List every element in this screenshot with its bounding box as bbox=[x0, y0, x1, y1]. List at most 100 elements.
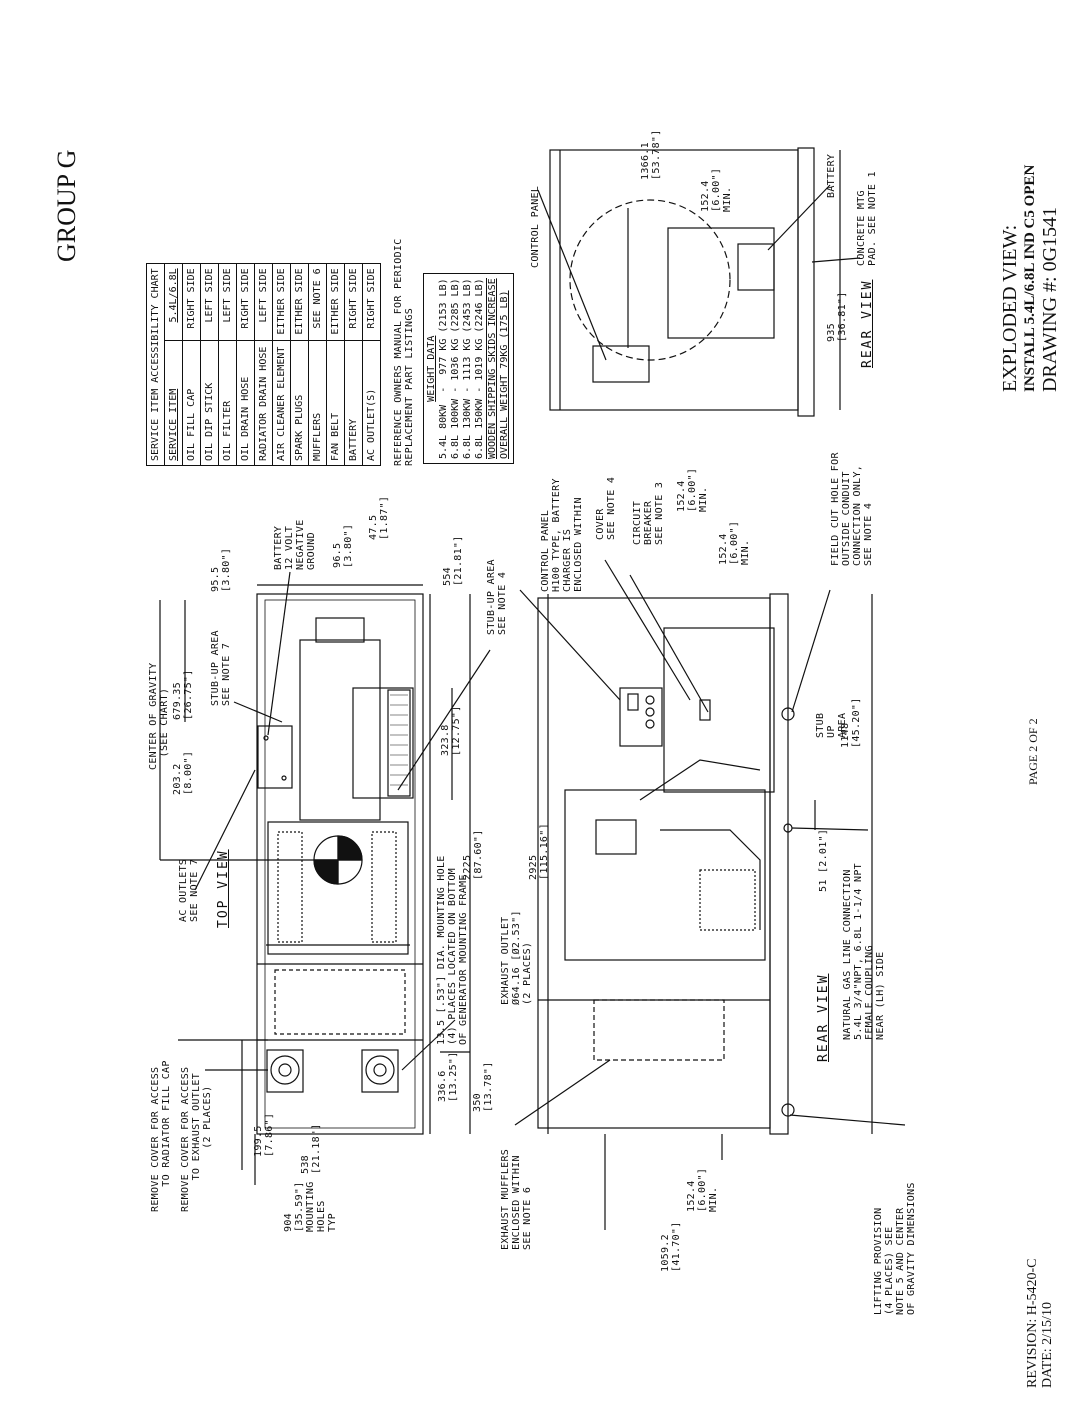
battery-label: BATTERY 12 VOLT NEGATIVE GROUND bbox=[273, 519, 317, 570]
cover-label: COVER SEE NOTE 4 bbox=[595, 476, 617, 540]
table-cell: OIL DIP STICK bbox=[200, 340, 219, 466]
table-cell: BATTERY bbox=[344, 340, 363, 466]
concrete-pad-label: CONCRETE MTG PAD. SEE NOTE 1 bbox=[856, 171, 878, 266]
fan-circle-dashed bbox=[569, 199, 731, 361]
dim-152-b: 152.4 [6.00"] MIN. bbox=[718, 520, 751, 565]
dim-2925: 2925 [115.16"] bbox=[528, 823, 550, 880]
control-panel-end-label: CONTROL PANEL bbox=[530, 185, 541, 268]
table-cell: OIL FILL CAP bbox=[182, 340, 201, 466]
dim-1366: 1366.1 [53.78"] bbox=[640, 129, 662, 180]
dim-350: 350 [13.78"] bbox=[472, 1061, 494, 1112]
cog-label: CENTER OF GRAVITY (SEE CHART) bbox=[148, 662, 170, 770]
exhaust-mufflers-label: EXHAUST MUFFLERS ENCLOSED WITHIN SEE NOT… bbox=[500, 1148, 533, 1250]
weight-row: 6.8L 100KW - 1036 KG (2285 LB) bbox=[450, 278, 461, 459]
alternator bbox=[299, 639, 381, 821]
dim-51: 51 [2.01"] bbox=[818, 828, 829, 892]
exhaust-outlet-left bbox=[270, 1055, 300, 1085]
table-cell: LEFT SIDE bbox=[200, 263, 219, 341]
concrete-pad-side bbox=[769, 593, 789, 1135]
control-panel-label: CONTROL PANEL H100 TYPE, BATTERY CHARGER… bbox=[540, 478, 584, 592]
dim-152-end: 152.4 [6.00"] MIN. bbox=[700, 167, 733, 212]
dim-2225: 2225 [87.60"] bbox=[462, 829, 484, 880]
weight-row: 5.4L 80KW - 977 KG (2153 LB) bbox=[438, 278, 449, 459]
rear-view-side-title: REAR VIEW bbox=[816, 973, 831, 1062]
table-row: AC OUTLET(S)RIGHT SIDE bbox=[362, 263, 381, 466]
table-cell: RIGHT SIDE bbox=[182, 263, 201, 341]
top-view-title: TOP VIEW bbox=[216, 849, 231, 928]
dim-152-a: 152.4 [6.00"] MIN. bbox=[676, 467, 709, 512]
battery-top bbox=[257, 725, 293, 789]
dim-538: 538 [21.18"] bbox=[300, 1123, 322, 1174]
exhaust-access-label: REMOVE COVER FOR ACCESS TO EXHAUST OUTLE… bbox=[180, 1066, 213, 1212]
weight-row: 6.8L 130KW - 1113 KG (2453 LB) bbox=[462, 278, 473, 459]
table-cell: EITHER SIDE bbox=[290, 263, 309, 341]
dim-1059: 1059.2 [41.70"] bbox=[660, 1221, 682, 1272]
table-cell: RIGHT SIDE bbox=[362, 263, 381, 341]
control-panel-end bbox=[592, 345, 650, 383]
reference-note: REFERENCE OWNERS MANUAL FOR PERIODIC REP… bbox=[393, 238, 415, 466]
weight-data-box: WEIGHT DATA 5.4L 80KW - 977 KG (2153 LB)… bbox=[423, 273, 514, 464]
table-cell: AC OUTLET(S) bbox=[362, 340, 381, 466]
dim-554: 554 [21.81"] bbox=[442, 535, 464, 586]
table-cell: OIL DRAIN HOSE bbox=[236, 340, 255, 466]
muffler-dashed bbox=[593, 999, 725, 1061]
weight-row: 6.8L 150KW - 1019 KG (2246 LB) bbox=[474, 278, 487, 459]
table-cell: EITHER SIDE bbox=[272, 263, 291, 341]
reference-note-line: REPLACEMENT PART LISTINGS bbox=[404, 307, 415, 466]
table-cell: MUFFLERS bbox=[308, 340, 327, 466]
dim-1995: 199.5 [7.86"] bbox=[253, 1112, 275, 1157]
weight-note: OVERALL WEIGHT 79KG (175 LB) bbox=[499, 290, 510, 459]
table-cell: LEFT SIDE bbox=[218, 263, 237, 341]
exhaust-outlet-label: EXHAUST OUTLET Ø64.16 [Ø2.53"] (2 PLACES… bbox=[500, 910, 533, 1005]
table-cell: FAN BELT bbox=[326, 340, 345, 466]
table-cell: RIGHT SIDE bbox=[236, 263, 255, 341]
table-cell: AIR CLEANER ELEMENT bbox=[272, 340, 291, 466]
weight-data-title: WEIGHT DATA bbox=[426, 335, 437, 402]
gas-line-label: NATURAL GAS LINE CONNECTION 5.4L 3/4"NPT… bbox=[842, 863, 886, 1040]
table-cell: LEFT SIDE bbox=[254, 263, 273, 341]
dim-323: 323.8 [12.75"] bbox=[440, 705, 462, 756]
side-view-base bbox=[537, 597, 771, 1129]
dim-336: 336.6 [13.25"] bbox=[437, 1051, 459, 1102]
dim-96: 96.5 [3.80"] bbox=[332, 523, 354, 568]
table-cell: RIGHT SIDE bbox=[344, 263, 363, 341]
service-chart: SERVICE ITEM ACCESSIBILITY CHART SERVICE… bbox=[146, 263, 381, 466]
rear-view-end-title: REAR VIEW bbox=[860, 279, 875, 368]
dim-203: 203.2 [8.00"] bbox=[172, 750, 194, 795]
exhaust-outlet-right bbox=[365, 1055, 395, 1085]
dim-152-c: 152.4 [6.00"] MIN. bbox=[686, 1167, 719, 1212]
table-cell: SPARK PLUGS bbox=[290, 340, 309, 466]
dim-1148: 1148 [45.20"] bbox=[840, 697, 862, 748]
table-cell: EITHER SIDE bbox=[326, 263, 345, 341]
dim-935: 935 [36.81"] bbox=[826, 291, 848, 342]
table-cell: RADIATOR DRAIN HOSE bbox=[254, 340, 273, 466]
circuit-breaker-label: CIRCUIT BREAKER SEE NOTE 3 bbox=[632, 481, 665, 545]
ac-outlets-label: AC OUTLETS SEE NOTE 7 bbox=[178, 858, 200, 922]
table-cell: OIL FILTER bbox=[218, 340, 237, 466]
engine-side bbox=[564, 789, 766, 961]
field-cut-label: FIELD CUT HOLE FOR OUTSIDE CONDUIT CONNE… bbox=[830, 452, 874, 566]
generator-side bbox=[663, 627, 775, 793]
table-cell: SEE NOTE 6 bbox=[308, 263, 327, 341]
service-chart-table: SERVICE ITEM ACCESSIBILITY CHART SERVICE… bbox=[146, 263, 381, 466]
service-chart-title: SERVICE ITEM ACCESSIBILITY CHART bbox=[146, 263, 165, 466]
mounting-hole-label: 13.5 [.53"] DIA. MOUNTING HOLE (4) PLACE… bbox=[436, 855, 469, 1045]
stub-up-note-7: STUB-UP AREA SEE NOTE 7 bbox=[210, 630, 232, 706]
radiator-cap-label: REMOVE COVER FOR ACCESS TO RADIATOR FILL… bbox=[150, 1060, 172, 1212]
engine-block bbox=[267, 821, 409, 955]
top-view-outline bbox=[256, 593, 424, 1135]
dim-47: 47.5 [1.87"] bbox=[368, 495, 390, 540]
battery-end-label: BATTERY bbox=[826, 153, 837, 198]
stub-up-note-4: STUB-UP AREA SEE NOTE 4 bbox=[486, 559, 508, 635]
